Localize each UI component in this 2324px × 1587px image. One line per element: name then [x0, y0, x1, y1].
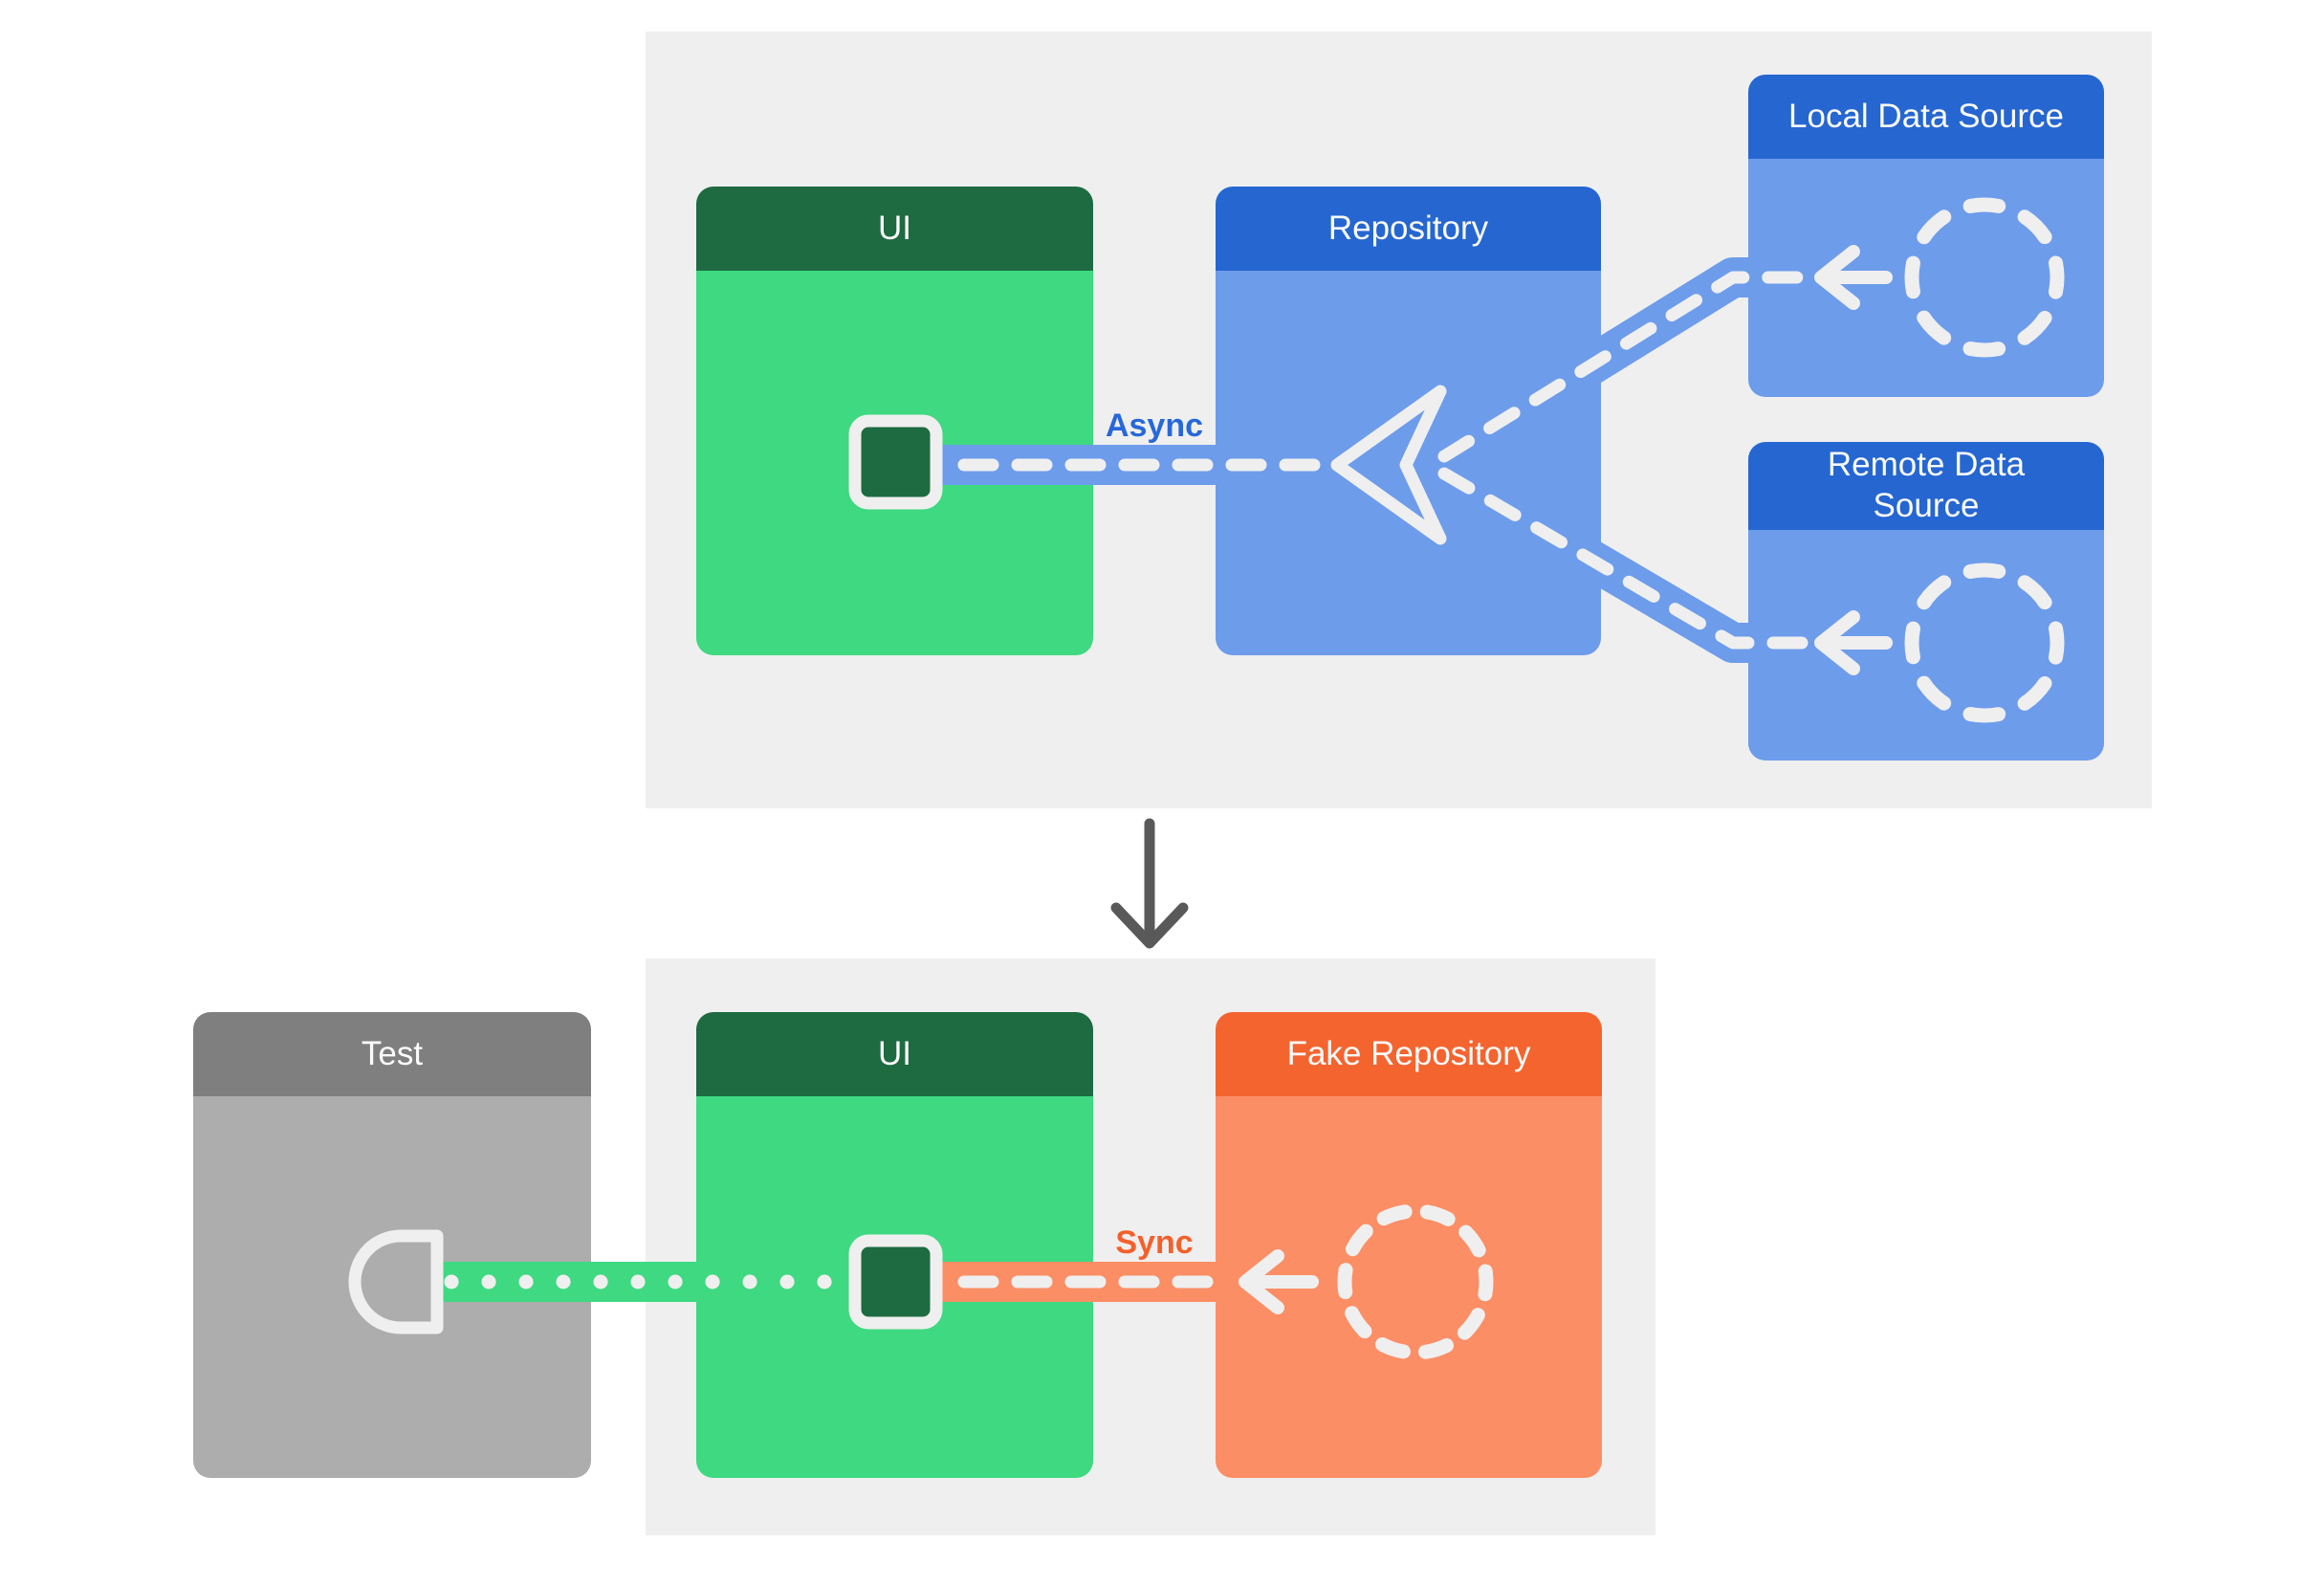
test-box: Test [193, 1012, 591, 1478]
remote-data-source-title: Remote Data Source [1827, 446, 2026, 524]
sync-label: Sync [1115, 1224, 1194, 1261]
fake-repository-box: Fake Repository [1216, 1012, 1602, 1478]
ui-box-body [696, 271, 1093, 655]
repository-box-header: Repository [1216, 187, 1601, 271]
ui-box-test-title: UI [878, 1034, 911, 1072]
test-box-body [193, 1096, 591, 1478]
down-arrow-icon [1110, 818, 1189, 949]
remote-data-source-header: Remote Data Source [1748, 442, 2104, 530]
ui-box-title: UI [878, 209, 911, 247]
remote-data-source-body [1748, 530, 2104, 760]
test-box-title: Test [361, 1034, 424, 1072]
fake-repository-header: Fake Repository [1216, 1012, 1602, 1096]
ui-box-header: UI [696, 187, 1093, 271]
ui-box-test-panel: UI [696, 1012, 1093, 1478]
local-data-source-header: Local Data Source [1748, 75, 2104, 159]
ui-box: UI [696, 187, 1093, 655]
ui-box-test-header: UI [696, 1012, 1093, 1096]
repository-box-title: Repository [1327, 209, 1489, 247]
local-data-source-title: Local Data Source [1788, 97, 2064, 135]
repository-box-body [1216, 271, 1601, 655]
repository-box: Repository [1216, 187, 1601, 655]
fake-repository-body [1216, 1096, 1602, 1478]
ui-box-test-body [696, 1096, 1093, 1478]
local-data-source-body [1748, 159, 2104, 397]
remote-data-source-box: Remote Data Source [1748, 442, 2104, 760]
local-data-source-box: Local Data Source [1748, 75, 2104, 397]
fake-repository-title: Fake Repository [1286, 1034, 1531, 1072]
async-label: Async [1105, 408, 1204, 444]
test-box-header: Test [193, 1012, 591, 1096]
